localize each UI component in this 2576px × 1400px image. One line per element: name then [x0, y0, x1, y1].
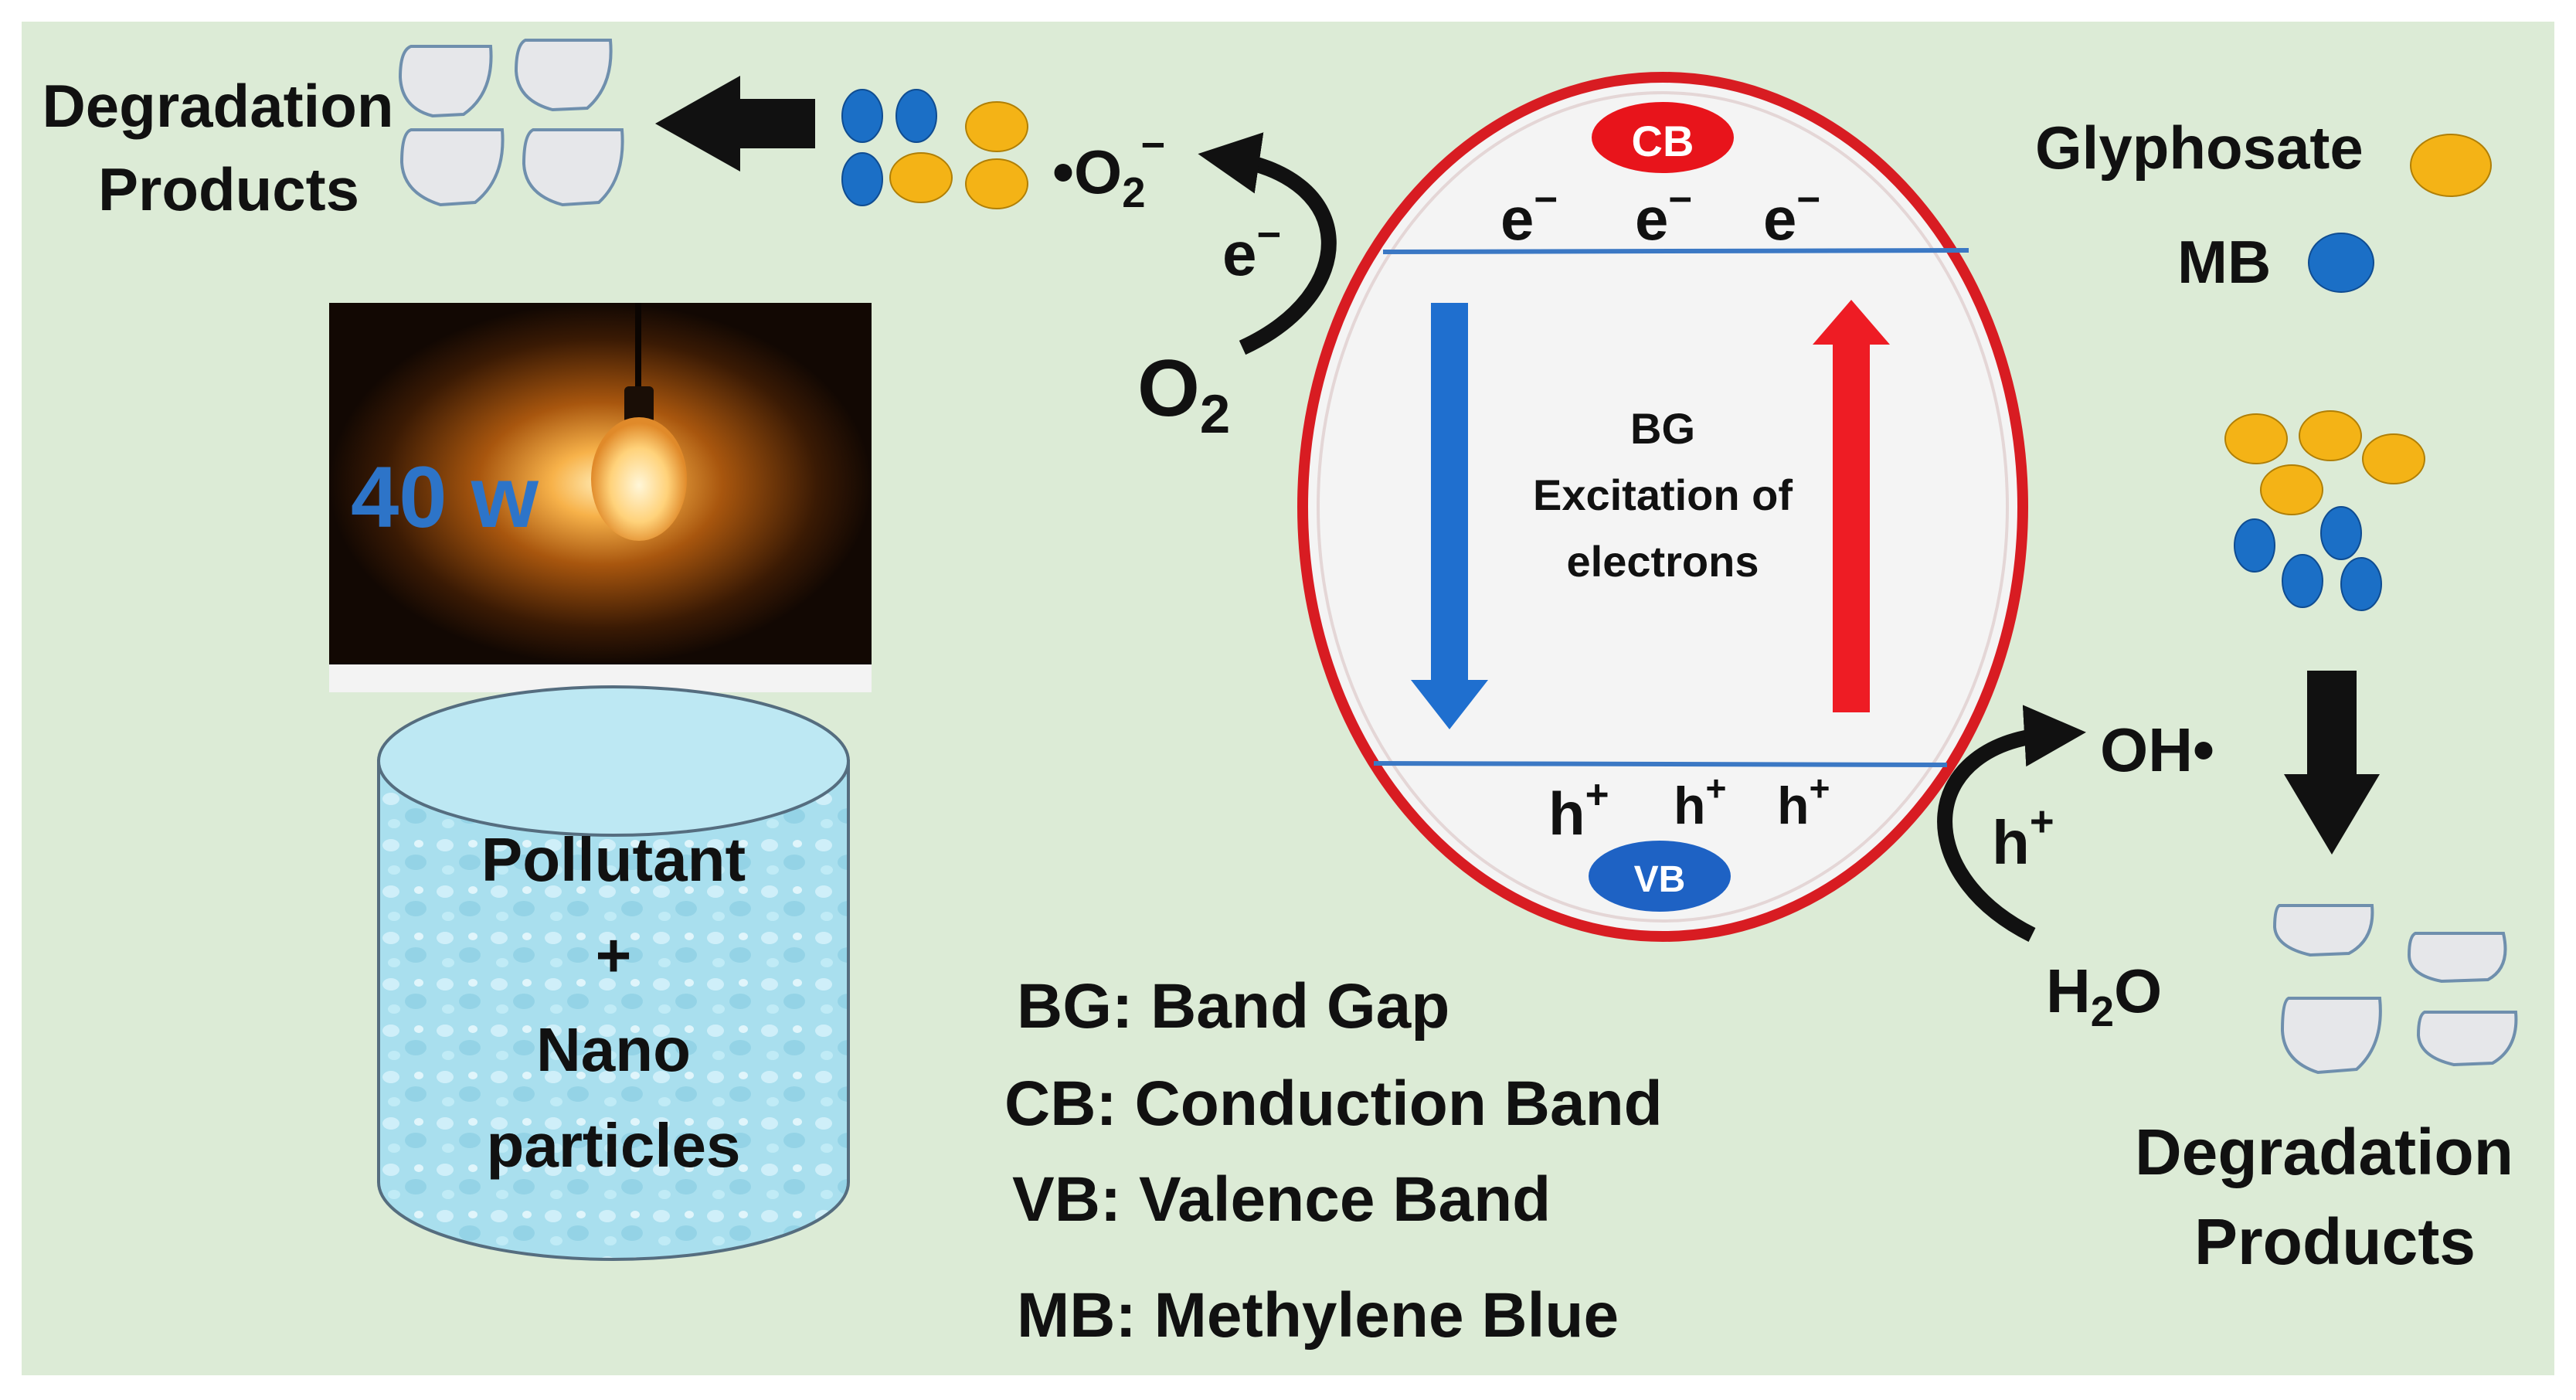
cell-center-line3: electrons	[1567, 537, 1759, 586]
conduction-band-badge	[1592, 102, 1734, 173]
left-products-line2: Products	[98, 155, 359, 223]
light-source-photo: 40 w	[329, 303, 872, 692]
glyphosate-molecule	[2260, 464, 2323, 515]
particle-outline	[1297, 72, 2028, 942]
glyphosate-molecule	[965, 158, 1028, 209]
valence-band-badge	[1589, 841, 1731, 912]
top-pollutant-cluster	[841, 89, 1028, 209]
right-degradation-products: Degradation Products	[2135, 1116, 2513, 1278]
valence-band-line	[1373, 761, 1948, 767]
mb-molecule	[895, 89, 937, 143]
abbreviation-key: BG: Band Gap CB: Conduction Band VB: Val…	[1004, 971, 1663, 1351]
hydroxyl-label: OH•	[2100, 715, 2214, 784]
light-bulb-icon	[591, 417, 687, 541]
left-degradation-arrow	[655, 76, 815, 172]
mb-molecule	[2282, 554, 2323, 608]
conduction-band-line	[1382, 248, 1969, 254]
abbreviation-cb: CB: Conduction Band	[1004, 1069, 1663, 1139]
glyphosate-molecule	[2299, 410, 2362, 461]
right-products-line2: Products	[2194, 1205, 2476, 1278]
particle-inner-ring	[1317, 91, 2009, 923]
oxygen-reduction-arrow	[1198, 132, 1337, 355]
vb-hole-3: h+	[1777, 768, 1830, 835]
product-fragment	[2416, 1011, 2518, 1067]
abbreviation-mb: MB: Methylene Blue	[1017, 1280, 1619, 1351]
product-fragment	[398, 45, 493, 118]
cb-electron-3: e−	[1763, 177, 1820, 253]
right-pollutant-cluster	[2224, 410, 2425, 611]
beaker-body	[377, 759, 850, 1261]
product-fragment	[522, 128, 624, 207]
molecule-legend: Glyphosate MB	[2035, 114, 2492, 296]
electron-excitation-arrow	[1813, 300, 1890, 712]
vb-hole-1: h+	[1548, 772, 1609, 848]
lamp-socket	[624, 386, 654, 423]
conduction-band-label: CB	[1632, 117, 1694, 165]
glyphosate-molecule	[965, 101, 1028, 152]
mb-molecule	[841, 152, 883, 206]
product-fragment	[2407, 932, 2507, 984]
product-fragment	[2272, 904, 2374, 957]
left-product-fragments	[398, 39, 624, 207]
beaker-line2: +	[596, 921, 632, 990]
abbreviation-bg: BG: Band Gap	[1017, 971, 1449, 1042]
hole-transfer-label: h+	[1992, 798, 2054, 877]
right-product-fragments	[2272, 904, 2518, 1075]
right-products-line1: Degradation	[2135, 1116, 2513, 1188]
product-fragment	[514, 39, 613, 112]
lamp-power-label: 40 w	[351, 449, 539, 545]
reaction-beaker: Pollutant + Nano particles	[377, 685, 850, 1261]
product-fragment	[399, 128, 505, 207]
mb-molecule	[2320, 506, 2362, 560]
legend-glyphosate-swatch	[2410, 134, 2492, 197]
vb-hole-2: h+	[1674, 768, 1727, 835]
legend-glyphosate-label: Glyphosate	[2035, 114, 2364, 182]
right-degradation-arrow	[2284, 671, 2380, 855]
beaker-line1: Pollutant	[481, 825, 746, 894]
water-label: H2O	[2046, 957, 2162, 1035]
beaker-line3: Nano	[536, 1015, 691, 1084]
cb-electron-1: e−	[1500, 177, 1558, 253]
glyphosate-molecule	[889, 152, 953, 203]
electron-relaxation-arrow	[1411, 303, 1488, 729]
legend-mb-label: MB	[2177, 228, 2271, 296]
left-degradation-products: Degradation Products	[42, 72, 393, 223]
valence-band-label: VB	[1634, 859, 1686, 900]
product-fragment	[2280, 997, 2382, 1075]
cb-electron-2: e−	[1635, 177, 1692, 253]
cell-center-line1: BG	[1630, 404, 1695, 453]
glyphosate-molecule	[2224, 413, 2288, 464]
superoxide-label: •O2−	[1052, 121, 1165, 216]
mb-molecule	[2340, 557, 2382, 611]
left-products-line1: Degradation	[42, 72, 393, 140]
water-oxidation-arrow	[1937, 705, 2086, 942]
legend-mb-swatch	[2308, 233, 2374, 293]
electron-transfer-label: e−	[1222, 211, 1281, 288]
beaker-top	[377, 685, 850, 837]
glyphosate-molecule	[2362, 433, 2425, 484]
mb-molecule	[2234, 518, 2275, 573]
cell-center-line2: Excitation of	[1533, 471, 1793, 519]
beaker-line4: particles	[486, 1111, 740, 1180]
oxygen-label: O2	[1137, 344, 1230, 444]
abbreviation-vb: VB: Valence Band	[1012, 1164, 1551, 1235]
semiconductor-particle: CB e− e− e− BG Excitation of electrons h…	[1297, 72, 2028, 942]
mb-molecule	[841, 89, 883, 143]
